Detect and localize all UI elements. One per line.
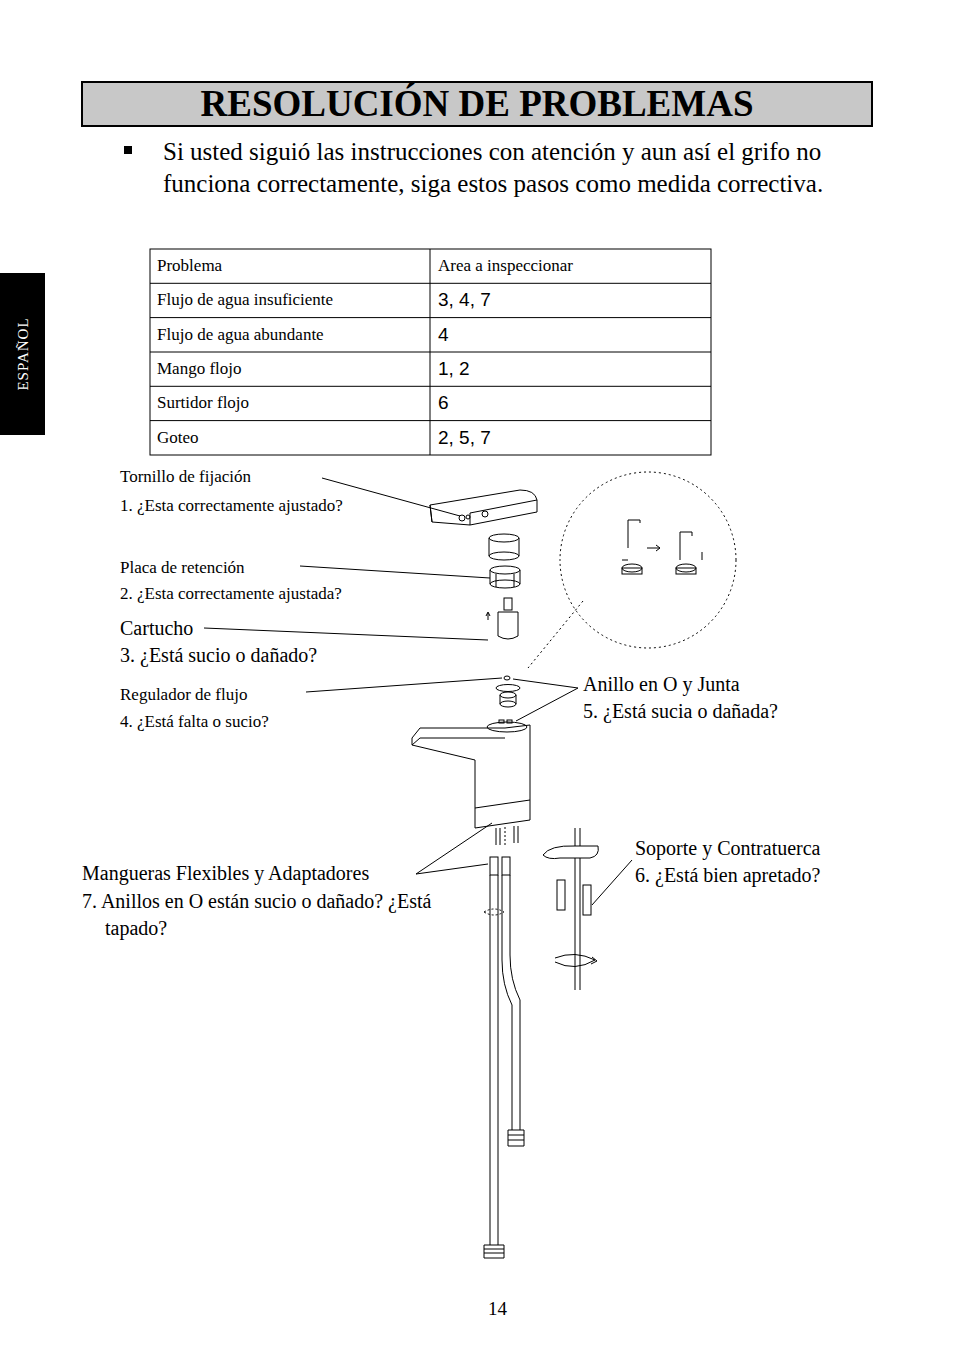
- table-cell: Flujo de agua abundante: [157, 325, 425, 345]
- check-question: 4. ¿Está falta o sucio?: [120, 710, 420, 734]
- check-question: 3. ¿Está sucio o dañado?: [120, 643, 420, 667]
- part-name: Anillo en O y Junta: [583, 672, 833, 696]
- part-name: Tornillo de fijación: [120, 465, 320, 489]
- seal-parts-drawing: [496, 676, 520, 723]
- language-tab: ESPAÑOL: [0, 273, 45, 435]
- cartridge-drawing: [486, 598, 518, 639]
- bracket-drawing: [543, 828, 598, 990]
- table-cell: 2, 5, 7: [438, 427, 706, 449]
- handle-drawing: [430, 490, 537, 525]
- bullet-symbol: [124, 146, 132, 154]
- check-question: 6. ¿Está bien apretado?: [635, 863, 885, 887]
- cap-drawing: [489, 534, 519, 560]
- table-cell: Mango flojo: [157, 359, 425, 379]
- check-question: 7. Anillos en O están sucio o dañado? ¿E…: [82, 888, 460, 942]
- part-name: Placa de retención: [120, 556, 300, 580]
- hoses-drawing: [484, 857, 524, 1258]
- title-band: RESOLUCIÓN DE PROBLEMAS: [81, 81, 873, 127]
- table-header: Area a inspeccionar: [438, 255, 706, 277]
- detail-circle-drawing: [528, 472, 736, 668]
- check-question: 5. ¿Está sucia o dañada?: [583, 699, 843, 723]
- table-cell: Surtidor flojo: [157, 393, 425, 413]
- faucet-body-drawing: [412, 722, 530, 845]
- table-cell: 1, 2: [438, 358, 706, 380]
- table-cell: 3, 4, 7: [438, 289, 706, 311]
- retention-plate-drawing: [490, 566, 520, 588]
- table-cell: 6: [438, 392, 706, 414]
- part-name: Regulador de flujo: [120, 683, 304, 707]
- page-title: RESOLUCIÓN DE PROBLEMAS: [200, 84, 753, 124]
- part-name: Cartucho: [120, 616, 210, 640]
- table-grid: [150, 249, 711, 455]
- table-cell: Flujo de agua insuficiente: [157, 290, 425, 310]
- part-name: Mangueras Flexibles y Adaptadores: [82, 861, 414, 885]
- table-cell: 4: [438, 324, 706, 346]
- table-cell: Goteo: [157, 428, 425, 448]
- table-header: Problema: [157, 256, 425, 276]
- tab-label: ESPAÑOL: [14, 317, 31, 390]
- page-number: 14: [488, 1298, 528, 1320]
- check-question: 1. ¿Esta correctamente ajustado?: [120, 492, 345, 519]
- intro-text: Si usted siguió las instrucciones con at…: [163, 136, 863, 200]
- leader-lines: [204, 478, 632, 905]
- part-name: Soporte y Contratuerca: [635, 836, 885, 860]
- check-question: 2. ¿Esta correctamente ajustada?: [120, 582, 460, 606]
